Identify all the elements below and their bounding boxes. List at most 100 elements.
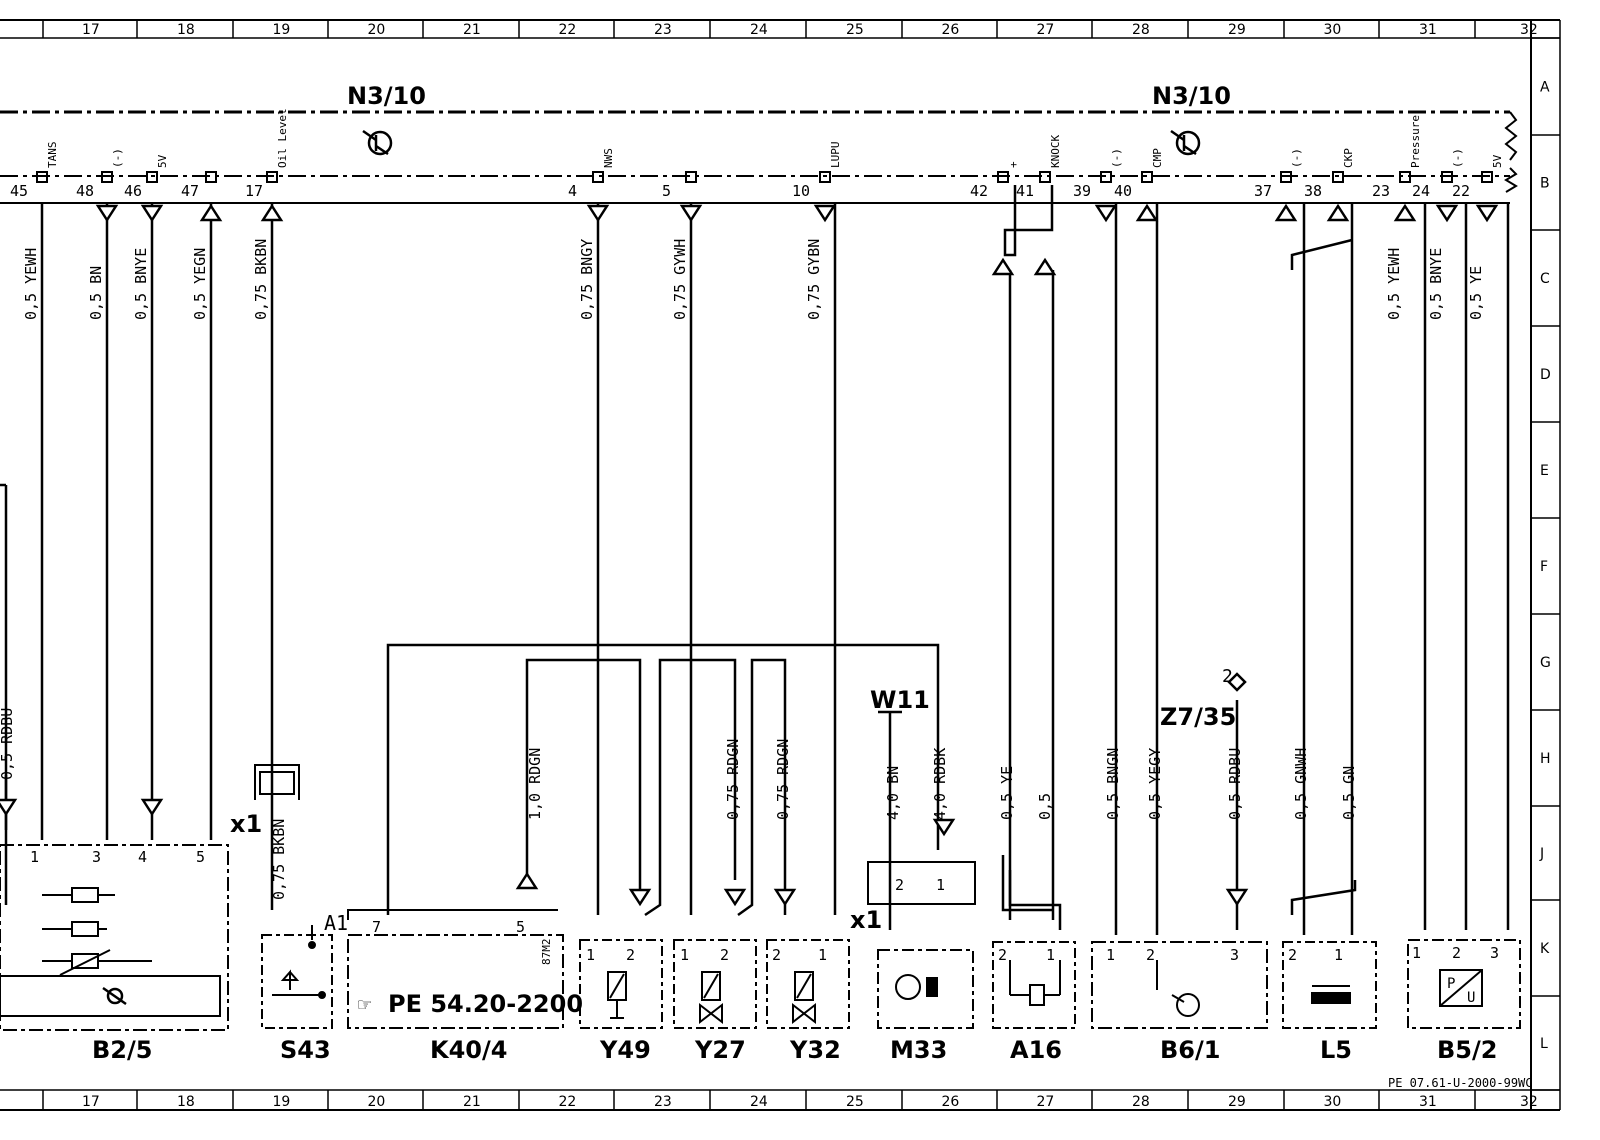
ecu-pin bbox=[1039, 171, 1051, 183]
column-label-bottom: 30 bbox=[1324, 1094, 1342, 1110]
ecu-pin-number: 38 bbox=[1304, 182, 1322, 200]
column-label-bottom: 22 bbox=[559, 1094, 577, 1110]
column-label-top: 23 bbox=[654, 22, 672, 38]
ecu-pin-number: 17 bbox=[245, 182, 263, 200]
ecu-signal-name: (-) bbox=[1110, 148, 1123, 168]
wire-label: 0,5 RDBU bbox=[1226, 748, 1244, 820]
wire-label: 0,5 BN bbox=[87, 266, 105, 320]
wire-label: 0,5 YEGY bbox=[1146, 748, 1164, 820]
column-label-bottom: 29 bbox=[1228, 1094, 1246, 1110]
ecu-pin-number: 47 bbox=[181, 182, 199, 200]
ecu-label-right: N3/10 bbox=[1152, 82, 1231, 110]
wire-label: 0,5 GN bbox=[1340, 766, 1358, 820]
resistor-icon bbox=[71, 887, 99, 903]
ecu-pin bbox=[1481, 171, 1493, 183]
wire-label: 0,75 RDGN bbox=[724, 739, 742, 820]
motor-icon bbox=[895, 974, 921, 1000]
ecu-pin-number: 39 bbox=[1073, 182, 1091, 200]
component-pin-y32: 2 bbox=[772, 946, 781, 964]
wire-label: 0,5 BNYE bbox=[1427, 248, 1445, 320]
ecu-signal-name: (-) bbox=[1290, 148, 1303, 168]
ecu-pin bbox=[1399, 171, 1411, 183]
component-pin-k40: 5 bbox=[516, 918, 525, 936]
ecu-pin bbox=[1280, 171, 1292, 183]
component-y49-box bbox=[579, 939, 663, 1029]
component-pin-b5-2: 2 bbox=[1452, 944, 1461, 962]
component-pin-y49: 2 bbox=[626, 946, 635, 964]
ecu-pin bbox=[685, 171, 697, 183]
column-label-top: 20 bbox=[368, 22, 386, 38]
ecu-signal-name: LUPU bbox=[829, 142, 842, 169]
wire-network bbox=[0, 185, 1510, 935]
column-label-bottom: 27 bbox=[1037, 1094, 1055, 1110]
column-label-bottom: 28 bbox=[1132, 1094, 1150, 1110]
column-label-bottom: 25 bbox=[846, 1094, 864, 1110]
component-pin-y27: 2 bbox=[720, 946, 729, 964]
label-z7-35: Z7/35 bbox=[1160, 703, 1236, 731]
component-m33-box bbox=[877, 949, 974, 1029]
column-label-bottom: 26 bbox=[942, 1094, 960, 1110]
ecu-pin-number: 45 bbox=[10, 182, 28, 200]
wire-label: 0,75 GYWH bbox=[671, 239, 689, 320]
row-label: E bbox=[1540, 463, 1549, 479]
component-pin-b6-1: 1 bbox=[1106, 946, 1115, 964]
ecu-pin bbox=[266, 171, 278, 183]
wire-label: 0,5 YEWH bbox=[22, 248, 40, 320]
ecu-pin bbox=[205, 171, 217, 183]
column-label-top: 21 bbox=[463, 22, 481, 38]
column-label-top: 18 bbox=[177, 22, 195, 38]
wire-label: 0,5 YE bbox=[1467, 266, 1485, 320]
row-label: K bbox=[1540, 941, 1550, 957]
column-label-top: 19 bbox=[273, 22, 291, 38]
ecu-signal-name: (-) bbox=[111, 148, 124, 168]
column-label-top: 26 bbox=[942, 22, 960, 38]
label-x1-m33: x1 bbox=[850, 906, 882, 934]
component-y27-box bbox=[673, 939, 757, 1029]
wire-label: 0,5 YEGN bbox=[191, 248, 209, 320]
ecu-pin-number: 22 bbox=[1452, 182, 1470, 200]
wire-label: 0,75 RDGN bbox=[774, 739, 792, 820]
ecu-signal-name: 5V bbox=[1491, 154, 1504, 168]
ecu-pin-number: 46 bbox=[124, 182, 142, 200]
row-label: H bbox=[1540, 751, 1551, 767]
ecu-signal-name: KNOCK bbox=[1049, 135, 1062, 168]
wire-label: 0,75 BKBN bbox=[270, 819, 288, 900]
label-y32: Y32 bbox=[789, 1036, 841, 1064]
ecu-pin bbox=[592, 171, 604, 183]
column-label-top: 25 bbox=[846, 22, 864, 38]
resistor-icon bbox=[71, 921, 99, 937]
k40-4-reference: PE 54.20-2200 bbox=[388, 990, 583, 1018]
label-a1: A1 bbox=[324, 911, 348, 935]
row-label: A bbox=[1540, 80, 1550, 96]
column-label-bottom: 23 bbox=[654, 1094, 672, 1110]
resistor-icon bbox=[71, 953, 99, 969]
component-pin-a16: 2 bbox=[998, 946, 1007, 964]
component-pin-y27: 1 bbox=[680, 946, 689, 964]
label-b2-5: B2/5 bbox=[92, 1036, 152, 1064]
wire-label: 0,75 BKBN bbox=[252, 239, 270, 320]
column-label-top: 24 bbox=[750, 22, 768, 38]
component-b2-5-box bbox=[0, 844, 229, 1031]
component-l5-box bbox=[1282, 941, 1377, 1029]
component-pin-m33: 2 bbox=[895, 876, 904, 894]
ecu-pin bbox=[819, 171, 831, 183]
column-label-bottom: 18 bbox=[177, 1094, 195, 1110]
ecu-pin-number: 24 bbox=[1412, 182, 1430, 200]
wire-label: 0,75 BNGY bbox=[578, 239, 596, 320]
ecu-pin-number: 5 bbox=[662, 182, 671, 200]
b2-5-sensor-body bbox=[0, 975, 221, 1017]
component-pin-b5-2: 3 bbox=[1490, 944, 1499, 962]
ecu-signal-name: (-) bbox=[1451, 148, 1464, 168]
ecu-signal-name: TANS bbox=[46, 142, 59, 169]
ecu-pin-number: 40 bbox=[1114, 182, 1132, 200]
label-a16: A16 bbox=[1010, 1036, 1062, 1064]
ecu-pin-number: 10 bbox=[792, 182, 810, 200]
column-label-top: 32 bbox=[1520, 22, 1538, 38]
component-pin-b6-1: 2 bbox=[1146, 946, 1155, 964]
ecu-pin bbox=[1100, 171, 1112, 183]
column-label-bottom: 31 bbox=[1419, 1094, 1437, 1110]
transistor-icon bbox=[362, 129, 393, 156]
z7-connector-icon bbox=[1227, 672, 1247, 692]
wire-label: 1,0 RDGN bbox=[526, 748, 544, 820]
ecu-signal-name: 5V bbox=[156, 154, 169, 168]
